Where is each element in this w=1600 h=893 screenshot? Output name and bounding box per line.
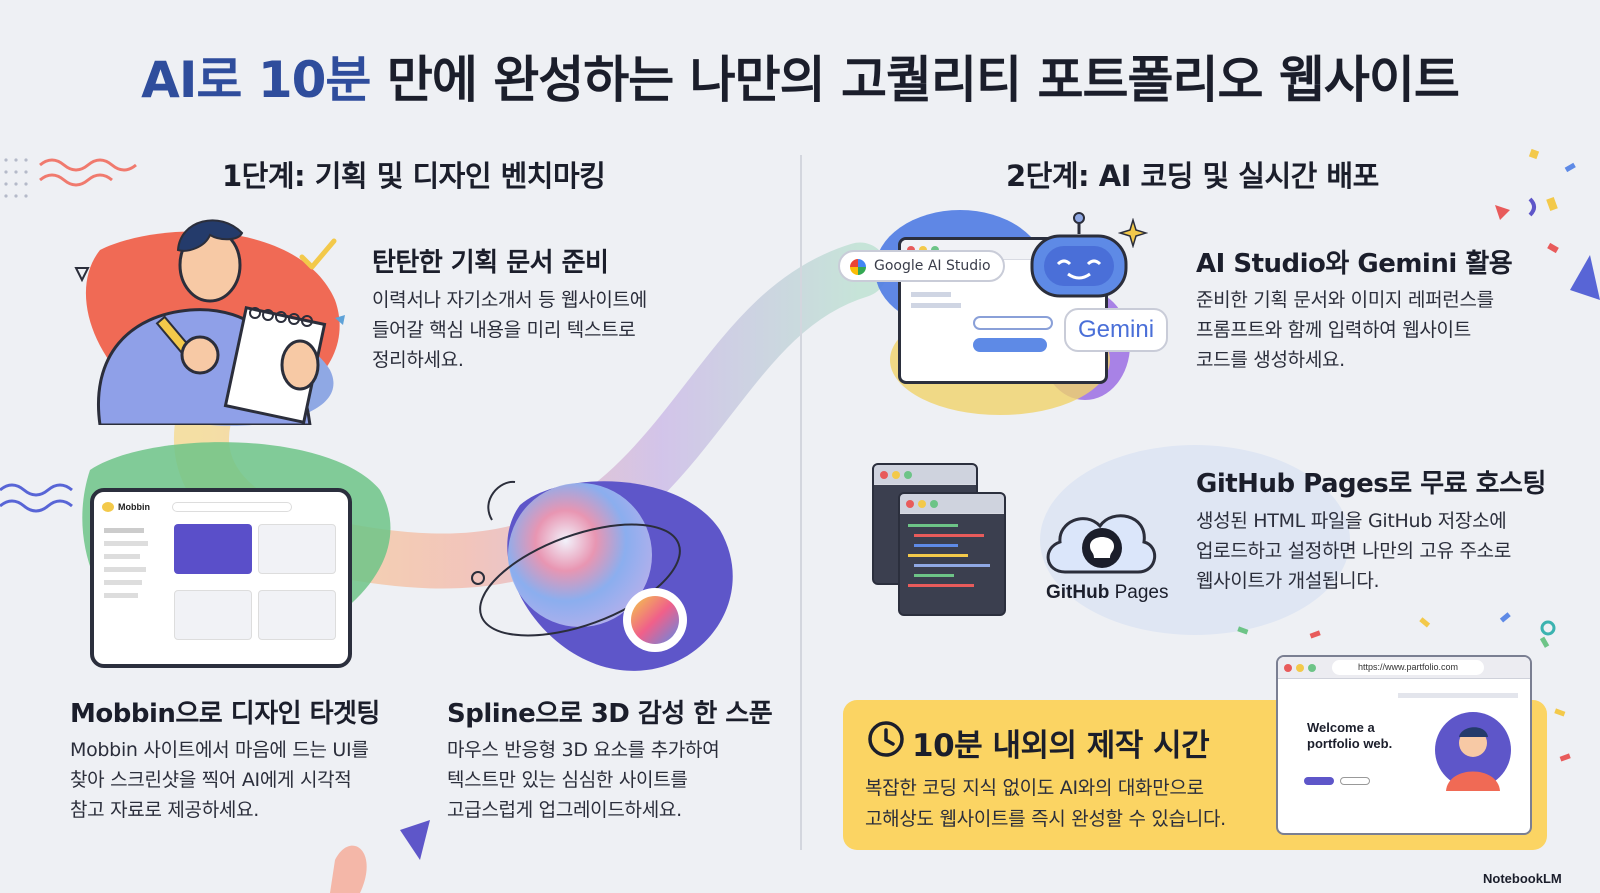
planning-heading: 탄탄한 기획 문서 준비: [372, 248, 609, 278]
ai-studio-input: [973, 316, 1053, 330]
portfolio-browser-mockup: https://www.partfolio.com: [1276, 655, 1532, 835]
google-ai-studio-label: Google AI Studio: [874, 258, 991, 274]
page-title: AI로 10분 만에 완성하는 나만의 고퀄리티 포트폴리오 웹사이트: [0, 40, 1600, 112]
mobbin-sidebar: [100, 524, 160, 664]
mobbin-card: [258, 524, 336, 574]
aistudio-body: 준비한 기획 문서와 이미지 레퍼런스를 프롬프트와 함께 입력하여 웹사이트 …: [1196, 285, 1494, 375]
browser-cta-button: [1304, 777, 1334, 785]
mobbin-card: [174, 590, 252, 640]
mobbin-line: 찾아 스크린샷을 찍어 AI에게 시각적: [70, 769, 352, 791]
clock-icon: [868, 721, 904, 757]
ai-studio-button: [973, 338, 1047, 352]
gemini-badge: Gemini: [1064, 308, 1169, 352]
notebooklm-brand: NotebookLM: [1483, 871, 1562, 886]
mobbin-heading: Mobbin으로 디자인 타겟팅: [70, 699, 380, 729]
mobbin-line: Mobbin 사이트에서 마음에 드는 UI를: [70, 739, 369, 761]
person-writing-illustration: [97, 219, 327, 425]
planning-body: 이력서나 자기소개서 등 웹사이트에 들어갈 핵심 내용을 미리 텍스트로 정리…: [372, 285, 647, 375]
spline-sphere-icon: [479, 480, 687, 652]
github-pages-label: GitHub Pages: [1046, 582, 1168, 604]
planning-line: 들어갈 핵심 내용을 미리 텍스트로: [372, 319, 636, 341]
mobbin-card: [174, 524, 252, 574]
planning-line: 이력서나 자기소개서 등 웹사이트에: [372, 289, 647, 311]
stage-divider: [800, 155, 802, 850]
avatar-illustration: [1435, 712, 1511, 791]
github-line: 생성된 HTML 파일을 GitHub 저장소에: [1196, 510, 1507, 532]
github-cloud-icon: [1046, 514, 1156, 574]
spline-line: 마우스 반응형 3D 요소를 추가하여: [447, 739, 720, 761]
google-icon: [850, 259, 866, 275]
github-body: 생성된 HTML 파일을 GitHub 저장소에 업로드하고 설정하면 나만의 …: [1196, 506, 1511, 596]
spline-line: 고급스럽게 업그레이드하세요.: [447, 799, 682, 821]
time-box-heading: 10분 내외의 제작 시간: [912, 728, 1210, 764]
stage2-title: 2단계: AI 코딩 및 실시간 배포: [1006, 159, 1379, 193]
github-line: 업로드하고 설정하면 나만의 고유 주소로: [1196, 540, 1512, 562]
spline-heading: Spline으로 3D 감성 한 스푼: [447, 699, 773, 729]
code-window-icon: [898, 492, 1006, 616]
github-label-bold: GitHub: [1046, 582, 1110, 603]
welcome-line: Welcome a: [1307, 720, 1375, 735]
time-box-body: 복잡한 코딩 지식 없이도 AI와의 대화만으로 고해상도 웹사이트를 즉시 완…: [865, 773, 1226, 835]
mobbin-search-bar: [172, 502, 292, 512]
stage1-title: 1단계: 기획 및 디자인 벤치마킹: [222, 159, 606, 193]
mobbin-logo-icon: [102, 502, 114, 512]
sparkle-icon: [1118, 218, 1148, 248]
mobbin-line: 참고 자료로 제공하세요.: [70, 799, 260, 821]
mobbin-logo-text: Mobbin: [118, 502, 150, 512]
title-highlight: AI로 10분: [141, 51, 371, 109]
title-rest: 만에 완성하는 나만의 고퀄리티 포트폴리오 웹사이트: [370, 51, 1460, 109]
spline-body: 마우스 반응형 3D 요소를 추가하여 텍스트만 있는 심심한 사이트를 고급스…: [447, 735, 720, 825]
planning-line: 정리하세요.: [372, 349, 464, 371]
robot-icon: [1030, 212, 1128, 298]
aistudio-line: 코드를 생성하세요.: [1196, 349, 1345, 371]
github-line: 웹사이트가 개설됩니다.: [1196, 570, 1380, 592]
browser-welcome-text: Welcome a portfolio web.: [1307, 720, 1392, 752]
time-box-line: 복잡한 코딩 지식 없이도 AI와의 대화만으로: [865, 777, 1204, 799]
mobbin-tablet-mockup: Mobbin: [90, 488, 352, 668]
aistudio-line: 준비한 기획 문서와 이미지 레퍼런스를: [1196, 289, 1494, 311]
checkmark-icon: [299, 238, 337, 270]
browser-secondary-button: [1340, 777, 1370, 785]
welcome-line: portfolio web.: [1307, 736, 1393, 751]
browser-titlebar: https://www.partfolio.com: [1278, 657, 1530, 679]
aistudio-heading: AI Studio와 Gemini 활용: [1196, 249, 1513, 279]
aistudio-line: 프롬프트와 함께 입력하여 웹사이트: [1196, 319, 1471, 341]
github-heading: GitHub Pages로 무료 호스팅: [1196, 469, 1546, 499]
mobbin-card: [258, 590, 336, 640]
browser-url: https://www.partfolio.com: [1332, 660, 1484, 675]
mobbin-body: Mobbin 사이트에서 마음에 드는 UI를 찾아 스크린샷을 찍어 AI에게…: [70, 735, 369, 825]
time-box-line: 고해상도 웹사이트를 즉시 완성할 수 있습니다.: [865, 808, 1226, 830]
spline-line: 텍스트만 있는 심심한 사이트를: [447, 769, 688, 791]
google-ai-studio-badge: Google AI Studio: [838, 250, 1005, 282]
github-label-rest: Pages: [1109, 582, 1169, 603]
